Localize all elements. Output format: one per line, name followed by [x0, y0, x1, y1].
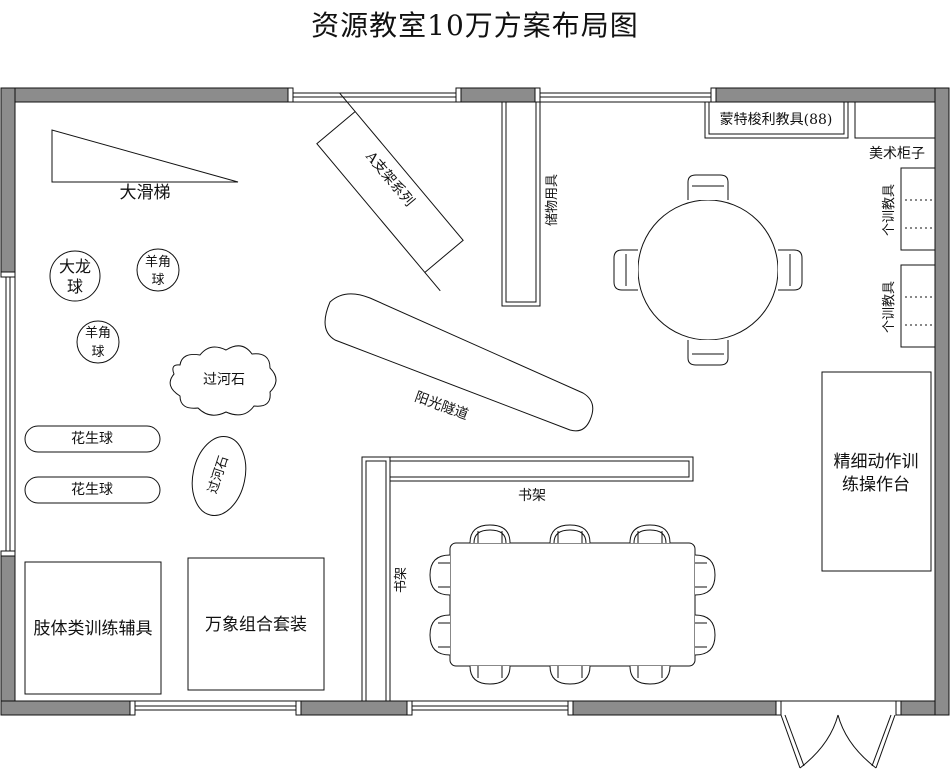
windows: [0, 87, 902, 716]
round-table-chairs: [613, 174, 803, 366]
peanut-ball-2: 花生球: [24, 476, 161, 504]
wall-right: [934, 87, 950, 716]
table-chairs: [429, 524, 716, 685]
page-title: 资源教室10万方案布局图: [311, 9, 639, 42]
window-bottom-2: [409, 705, 571, 711]
stepping-stone-cloud: 过河石: [169, 345, 277, 416]
chair-top-3: [629, 524, 671, 544]
wanxiang-set: 万象组合套装: [187, 557, 325, 691]
round-chair-top: [687, 174, 729, 200]
wall-bottom-middle: [297, 700, 411, 716]
double-door: [780, 714, 896, 769]
wall-bottom-right-a: [569, 700, 779, 716]
fine-motor-table-label-2: 练操作台: [842, 475, 910, 495]
dragon-ball: 大龙 球: [49, 250, 101, 302]
wall-left-top: [0, 87, 16, 275]
horn-ball-a: 羊角 球: [136, 248, 180, 292]
chair-bottom-3: [629, 665, 671, 685]
horn-ball-b-label-2: 球: [91, 345, 104, 360]
horn-ball-b-label-1: 羊角: [85, 325, 111, 341]
round-table: [637, 199, 779, 341]
chair-left-1: [429, 554, 451, 596]
individual-training-1-label: 个训教具: [881, 184, 897, 236]
round-chair-right: [778, 249, 803, 291]
sun-tunnel: 阳光隧道: [324, 293, 594, 432]
limb-training-aids-label: 肢体类训练辅具: [34, 619, 153, 639]
horn-ball-b: 羊角 球: [76, 320, 120, 364]
dragon-ball-label-2: 球: [67, 277, 83, 296]
bookshelf-vertical-label: 书架: [394, 567, 409, 593]
stepping-stone-cloud-label: 过河石: [203, 372, 245, 388]
chair-bottom-1: [469, 665, 511, 685]
wall-bottom-left: [0, 700, 134, 716]
fine-motor-table: 精细动作训 练操作台: [821, 371, 932, 572]
window-left: [5, 273, 11, 555]
window-top-1: [290, 92, 459, 98]
chair-right-1: [694, 554, 716, 596]
bookshelf-horizontal: 书架: [361, 456, 694, 504]
storage-unit-label: 储物用具: [545, 174, 560, 226]
chair-right-2: [694, 614, 716, 656]
horn-ball-a-label-1: 羊角: [145, 254, 171, 270]
stepping-stone-ellipse: 过河石: [191, 436, 247, 516]
individual-training-2: 个训教具: [881, 264, 936, 348]
round-chair-bottom: [687, 340, 729, 366]
big-slide-label: 大滑梯: [120, 183, 171, 203]
individual-training-2-label: 个训教具: [881, 281, 897, 333]
window-bottom-1: [132, 705, 299, 711]
big-slide: 大滑梯: [51, 129, 239, 203]
round-chair-left: [613, 249, 638, 291]
horn-ball-a-label-2: 球: [151, 273, 164, 288]
individual-training-1: 个训教具: [881, 167, 936, 251]
montessori-cabinet: 蒙特梭利教具(88): [704, 101, 849, 139]
chair-top-1: [469, 524, 511, 544]
fine-motor-table-label-1: 精细动作训: [834, 452, 919, 472]
art-cabinet-label: 美术柜子: [869, 146, 925, 162]
chair-left-2: [429, 614, 451, 656]
bookshelf-horizontal-label: 书架: [518, 488, 546, 504]
a-frame-series: A支架系列: [316, 92, 464, 292]
storage-unit: 储物用具: [501, 101, 560, 307]
bookshelf-vertical: 书架: [361, 456, 409, 702]
wall-left-bottom: [0, 553, 16, 716]
art-cabinet: 美术柜子: [854, 101, 936, 162]
limb-training-aids: 肢体类训练辅具: [24, 561, 162, 695]
window-top-2: [537, 92, 715, 98]
wall-top-right: [713, 87, 950, 103]
wanxiang-set-label: 万象组合套装: [205, 615, 307, 635]
wall-top-middle: [457, 87, 539, 103]
montessori-cabinet-label: 蒙特梭利教具(88): [720, 111, 833, 128]
sun-tunnel-label: 阳光隧道: [412, 389, 470, 423]
peanut-ball-1-label: 花生球: [71, 431, 113, 447]
dragon-ball-label-1: 大龙: [59, 257, 91, 276]
chair-bottom-2: [549, 665, 591, 685]
chair-top-2: [549, 524, 591, 544]
meeting-table: [449, 542, 696, 667]
peanut-ball-2-label: 花生球: [71, 482, 113, 498]
wall-top-left: [0, 87, 292, 103]
peanut-ball-1: 花生球: [24, 425, 161, 453]
